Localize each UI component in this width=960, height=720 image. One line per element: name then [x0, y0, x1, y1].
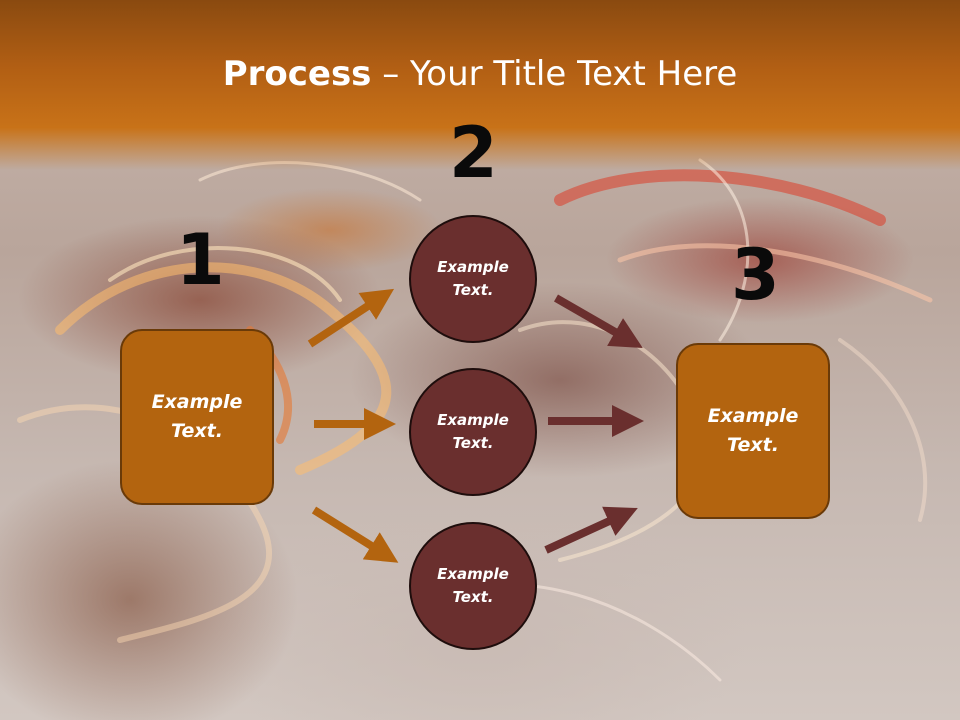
- step-3-box[interactable]: Example Text.: [676, 343, 830, 519]
- arrow-top-to-right: [554, 294, 643, 348]
- step-2-circle-bottom[interactable]: Example Text.: [409, 522, 537, 650]
- step-number-1: 1: [176, 219, 225, 301]
- arrow-left-to-top: [307, 288, 395, 348]
- step-number-2: 2: [449, 112, 498, 194]
- circle-top-line1: Example: [437, 258, 509, 276]
- circle-top-line2: Text.: [452, 281, 494, 299]
- title-bar: [0, 0, 960, 170]
- title-rest-text: – Your Title Text Here: [371, 54, 738, 94]
- title-bold-text: Process: [222, 54, 372, 94]
- step-2-circle-middle[interactable]: Example Text.: [409, 368, 537, 496]
- step-2-circle-top[interactable]: Example Text.: [409, 215, 537, 343]
- arrow-left-to-bottom: [311, 506, 399, 563]
- step-3-box-line2: Text.: [727, 434, 779, 456]
- step-1-box[interactable]: Example Text.: [120, 329, 274, 505]
- circle-bottom-line1: Example: [437, 565, 509, 583]
- slide-title: Process – Your Title Text Here: [0, 52, 960, 96]
- step-3-box-line1: Example: [707, 405, 799, 427]
- circle-bottom-line2: Text.: [452, 588, 494, 606]
- circle-middle-line2: Text.: [452, 434, 494, 452]
- step-number-3: 3: [731, 234, 780, 316]
- step-1-box-line1: Example: [151, 391, 243, 413]
- step-1-box-line2: Text.: [171, 420, 223, 442]
- circle-middle-line1: Example: [437, 411, 509, 429]
- arrow-bottom-to-right: [544, 506, 638, 554]
